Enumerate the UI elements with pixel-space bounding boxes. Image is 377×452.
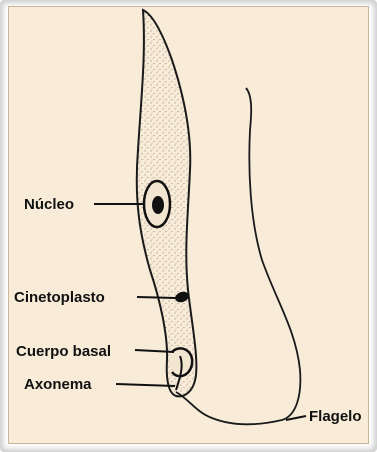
nucleolus [152, 196, 164, 214]
label-axoneme: Axonema [24, 376, 92, 393]
leader-line-axoneme [116, 384, 175, 386]
leader-line-kinetoplast [137, 297, 176, 298]
label-basal-body: Cuerpo basal [16, 343, 111, 360]
label-flagellum: Flagelo [309, 408, 362, 425]
label-kinetoplast: Cinetoplasto [14, 289, 105, 306]
label-nucleus: Núcleo [24, 196, 74, 213]
